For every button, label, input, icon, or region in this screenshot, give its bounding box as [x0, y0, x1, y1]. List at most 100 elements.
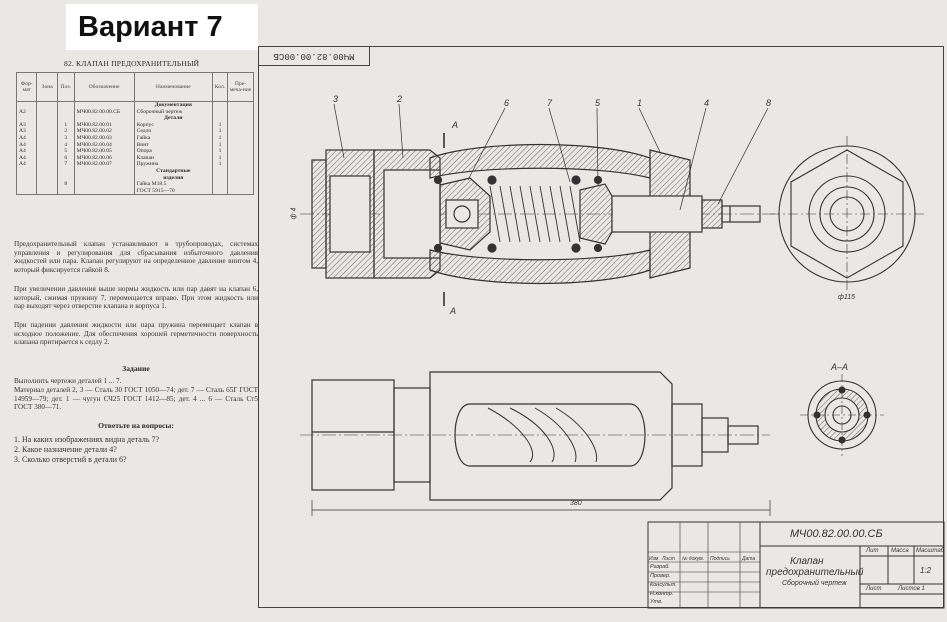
spec-cell-name: изделия: [133, 174, 214, 182]
spec-cell-format: А3: [15, 128, 38, 135]
spec-cell-zone: [36, 134, 58, 142]
spec-cell-zone: [36, 174, 58, 182]
spec-cell-note: [226, 115, 255, 122]
callout-3: 3: [333, 94, 339, 104]
question-2: 2. Какое назначение детали 4?: [14, 445, 117, 454]
spec-cell-note: [226, 121, 255, 129]
spec-cell-format: [15, 187, 38, 196]
callout-7: 7: [547, 98, 553, 108]
spec-cell-zone: [36, 141, 58, 149]
tb-name-line1: Клапан: [790, 556, 824, 567]
spec-header-row: Фор-мат Зона Поз. Обозначение Наименован…: [15, 72, 255, 102]
dim-length: 380: [570, 500, 582, 507]
spec-cell-note: [226, 141, 255, 149]
tb-name-line2: предохранительный: [766, 567, 864, 578]
spec-cell-name: Сборочный чертеж: [133, 108, 214, 116]
spec-cell-name: ГОСТ 5915—70: [133, 187, 214, 196]
spec-cell-name: Пружина: [133, 161, 214, 168]
question-3: 3. Сколько отверстий в детали 6?: [14, 455, 127, 464]
spec-cell-note: [226, 134, 255, 142]
tb-col-scale: Масштаб: [916, 548, 945, 554]
tb-role-5: Утв.: [650, 599, 663, 605]
spec-cell-zone: [36, 161, 58, 168]
spec-cell-format: [15, 101, 38, 109]
tb-role-3: Консульт.: [650, 582, 677, 588]
tb-role-4: Н.контр.: [650, 591, 674, 597]
spec-cell-note: [226, 154, 255, 162]
section-title: 82. КЛАПАН ПРЕДОХРАНИТЕЛЬНЫЙ: [64, 59, 200, 68]
spec-col-zone: Зона: [36, 72, 58, 102]
dim-small: ф 4: [290, 207, 298, 220]
question-1: 1. На каких изображениях видна деталь 7?: [14, 435, 160, 444]
end-view-hexagon: [770, 136, 925, 292]
callout-8: 8: [766, 98, 772, 108]
spec-cell-note: [226, 181, 255, 188]
spec-cell-format: [15, 181, 38, 188]
tb-col-mass: Масса: [891, 548, 909, 554]
drawing-sheet-frame: [258, 46, 944, 608]
spec-cell-format: [15, 174, 38, 182]
spec-cell-note: [226, 167, 255, 175]
spec-row: Документация: [15, 101, 255, 109]
spec-col-designation: Обозначение: [73, 72, 135, 102]
spec-cell-name: Винт: [133, 141, 214, 149]
tb-row-list: Лист: [662, 556, 675, 562]
section-mark-top: А: [452, 120, 459, 130]
tb-row-date: Дата: [742, 556, 756, 562]
spec-cell-zone: [36, 115, 58, 122]
callout-4: 4: [704, 98, 710, 108]
spec-cell-name: Документация: [133, 101, 214, 109]
tb-row-sign: Подпись: [710, 556, 730, 562]
spec-cell-name: Корпус: [133, 121, 214, 129]
task-title: Задание: [122, 364, 150, 373]
tb-sheet: Лист: [866, 586, 882, 592]
spec-cell-format: А2: [15, 108, 38, 116]
spec-cell-note: [226, 187, 255, 196]
questions-title: Ответьте на вопросы:: [98, 421, 174, 430]
variant-label: Вариант 7: [66, 4, 258, 50]
tb-row-doc: № докум.: [682, 556, 705, 562]
callout-6: 6: [504, 98, 510, 108]
spec-cell-note: [226, 101, 255, 109]
spec-col-format: Фор-мат: [15, 72, 38, 102]
spec-cell-name: Гайка М18.5: [133, 181, 214, 188]
task-line-1: Выполнить чертежи деталей 1 ... 7.: [14, 377, 122, 385]
spec-row: ГОСТ 5915—70: [15, 187, 255, 196]
spec-cell-note: [226, 174, 255, 182]
tb-designation: МЧ00.82.00.00.СБ: [790, 528, 883, 540]
spec-row: Детали: [15, 115, 255, 122]
spec-cell-zone: [36, 101, 58, 109]
description-paragraph-1: Предохранительный клапан устанавливают в…: [14, 240, 258, 274]
spec-cell-format: А4: [15, 154, 38, 162]
spec-cell-format: А3: [15, 121, 38, 129]
spec-col-name: Наименование: [133, 72, 214, 102]
spec-cell-note: [226, 108, 255, 116]
spec-cell-name: Клапан: [133, 154, 214, 162]
lower-view: [300, 371, 771, 516]
spec-cell-zone: [36, 148, 58, 155]
dim-diameter: ф115: [838, 294, 856, 301]
spec-cell-name: Гайка: [133, 134, 214, 142]
section-a-a-view: [800, 374, 884, 456]
spec-row: Стандартные: [15, 167, 255, 175]
description-paragraph-2: При увеличении давления выше нормы жидко…: [14, 285, 258, 311]
callout-2: 2: [397, 94, 403, 104]
description-paragraph-3: При падении давления жидкости или пара п…: [14, 321, 258, 347]
tb-sheets: Листов 1: [898, 586, 925, 592]
spec-cell-format: [15, 167, 38, 175]
tb-row-izm: Изм: [649, 556, 659, 562]
callout-5: 5: [595, 98, 601, 108]
spec-cell-name: Стандартные: [133, 167, 214, 175]
spec-row: изделия: [15, 174, 255, 182]
spec-cell-zone: [36, 108, 58, 116]
tb-role-1: Разраб.: [650, 564, 670, 570]
